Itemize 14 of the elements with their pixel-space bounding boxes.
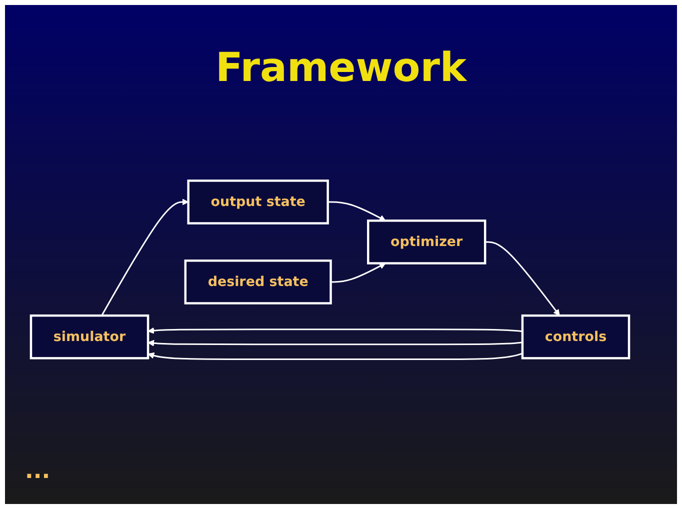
arrow	[330, 262, 386, 283]
arrow	[148, 352, 523, 360]
node-box: simulator	[30, 314, 150, 360]
node-box: desired state	[184, 260, 332, 304]
arrow	[328, 201, 386, 221]
node-box: optimizer	[367, 220, 486, 264]
arrow	[101, 198, 189, 316]
node-box: output state	[187, 180, 329, 224]
node-box: controls	[521, 314, 630, 360]
arrow	[148, 340, 523, 346]
arrow	[485, 241, 560, 316]
note-text: ...	[25, 459, 50, 484]
diagram-title: Framework	[214, 45, 468, 91]
arrow	[148, 327, 523, 334]
